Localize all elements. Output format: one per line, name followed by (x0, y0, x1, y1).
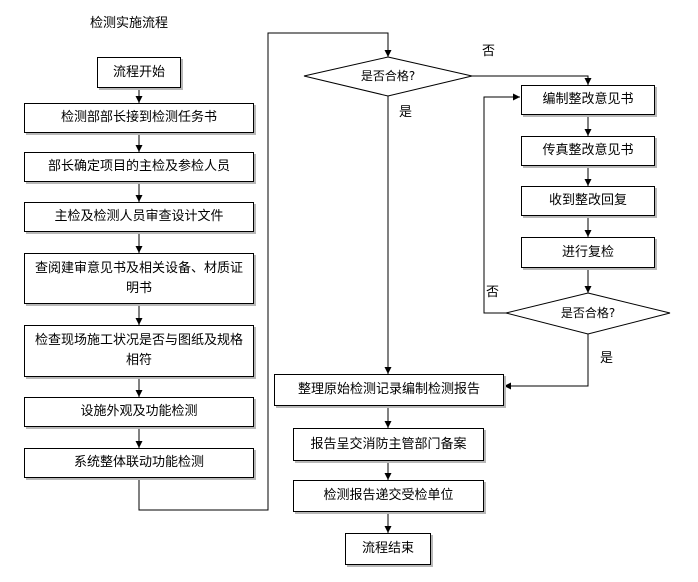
arrow-bottom-no (483, 93, 520, 314)
step-appearance-function-test: 设施外观及功能检测 (24, 397, 254, 427)
arrow-top-no (472, 75, 592, 85)
branch-bottom-no: 否 (486, 285, 500, 300)
step-check-certificates: 查阅建审意见书及相关设备、材质证明书 (24, 253, 254, 304)
decision-bottom-label: 是否合格? (560, 306, 616, 320)
step-assign-inspectors: 部长确定项目的主检及参检人员 (24, 152, 254, 182)
step-fax-rectification: 传真整改意见书 (521, 136, 655, 166)
step-compile-report: 整理原始检测记录编制检测报告 (274, 374, 504, 406)
branch-top-no: 否 (482, 44, 496, 59)
step-site-inspection: 检查现场施工状况是否与图纸及规格相符 (24, 325, 254, 377)
arrow-bottom-yes (504, 334, 589, 390)
step-flow-end: 流程结束 (345, 533, 431, 565)
step-receive-reply: 收到整改回复 (521, 186, 655, 216)
step-deliver-report: 检测报告递交受检单位 (293, 480, 484, 512)
branch-top-yes: 是 (399, 105, 413, 120)
decision-diamond-bottom (505, 292, 671, 335)
connector-linkage-to-decision (138, 32, 392, 511)
diagram-title: 检测实施流程 (90, 16, 169, 31)
step-flow-start: 流程开始 (97, 57, 181, 88)
branch-bottom-yes: 是 (600, 351, 614, 366)
decision-diamond-top (303, 56, 473, 97)
step-review-design: 主检及检测人员审查设计文件 (24, 202, 254, 232)
decision-top-label: 是否合格? (360, 69, 416, 83)
step-draft-rectification: 编制整改意见书 (521, 85, 655, 115)
step-system-linkage-test: 系统整体联动功能检测 (24, 448, 254, 478)
step-file-with-authority: 报告呈交消防主管部门备案 (293, 428, 484, 461)
step-recheck: 进行复检 (521, 237, 655, 268)
step-receive-task: 检测部部长接到检测任务书 (24, 103, 254, 133)
